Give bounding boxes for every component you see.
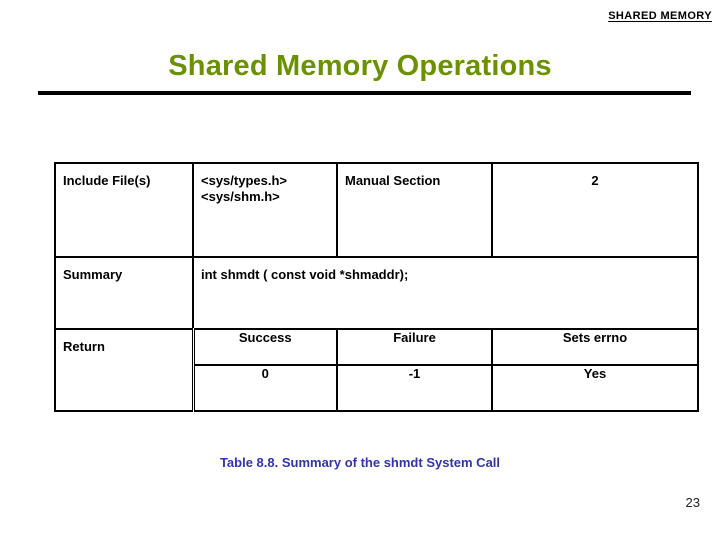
table-row: Return Success Failure Sets errno bbox=[54, 328, 699, 412]
manual-section-label: Manual Section bbox=[345, 173, 441, 188]
page-title: Shared Memory Operations bbox=[168, 50, 552, 82]
cell-summary-signature: int shmdt ( const void *shmaddr); bbox=[192, 256, 699, 330]
table-row: Include File(s) <sys/types.h> <sys/shm.h… bbox=[54, 162, 699, 258]
return-success-value: 0 bbox=[261, 366, 269, 381]
return-success-header: Success bbox=[238, 330, 292, 345]
cell-manual-section-value: 2 bbox=[491, 162, 699, 258]
include-files-label: Include File(s) bbox=[63, 173, 151, 188]
manual-section-value: 2 bbox=[591, 173, 599, 188]
cell-manual-section-label: Manual Section bbox=[336, 162, 493, 258]
cell-return-failure-value: -1 bbox=[336, 364, 493, 412]
return-errno-value: Yes bbox=[583, 366, 607, 381]
cell-return-success-header: Success bbox=[192, 328, 338, 366]
page-number: 23 bbox=[685, 495, 700, 510]
include-file-types-h: <sys/types.h> bbox=[201, 173, 287, 188]
cell-include-files: <sys/types.h> <sys/shm.h> bbox=[192, 162, 338, 258]
cell-return-errno-header: Sets errno bbox=[491, 328, 699, 366]
function-signature: int shmdt ( const void *shmaddr); bbox=[201, 267, 409, 282]
table-row: Summary int shmdt ( const void *shmaddr)… bbox=[54, 256, 699, 330]
title-divider bbox=[38, 91, 691, 95]
cell-return-success-value: 0 bbox=[192, 364, 338, 412]
include-file-shm-h: <sys/shm.h> bbox=[201, 189, 280, 205]
summary-label: Summary bbox=[63, 267, 123, 282]
cell-return-failure-header: Failure bbox=[336, 328, 493, 366]
running-header: SHARED MEMORY bbox=[608, 10, 712, 22]
return-errno-header: Sets errno bbox=[562, 330, 628, 345]
cell-include-label: Include File(s) bbox=[54, 162, 194, 258]
table-caption: Table 8.8. Summary of the shmdt System C… bbox=[219, 455, 501, 470]
table-row: 0 -1 Yes bbox=[55, 364, 699, 412]
syscall-summary-table: Include File(s) <sys/types.h> <sys/shm.h… bbox=[54, 162, 699, 412]
cell-return-label: Return bbox=[54, 328, 195, 412]
return-label: Return bbox=[63, 339, 105, 354]
return-failure-value: -1 bbox=[408, 366, 421, 381]
cell-return-errno-value: Yes bbox=[491, 364, 699, 412]
return-failure-header: Failure bbox=[393, 330, 436, 345]
cell-summary-label: Summary bbox=[54, 256, 194, 330]
